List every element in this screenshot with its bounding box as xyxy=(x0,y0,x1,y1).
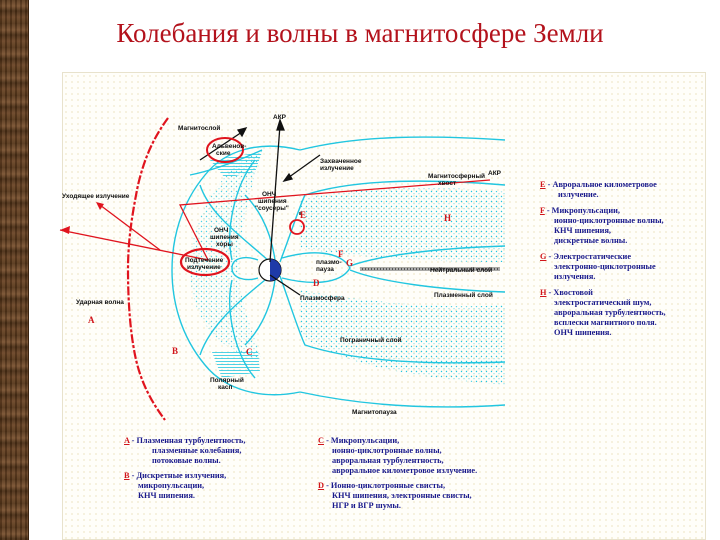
legend-key-d: D xyxy=(318,481,324,490)
legend-h-line-1: - Хвостовой xyxy=(548,288,593,297)
legend-g-line-3: излучения. xyxy=(554,272,596,281)
legend-h-line-4: всплески магнитного поля. xyxy=(554,318,657,327)
marker-f: F xyxy=(338,249,344,259)
label-tail-2: хвост xyxy=(438,180,456,187)
legend-c-line-4: авроральное километровое излучение. xyxy=(332,466,478,475)
legend-key-a: A xyxy=(124,436,130,445)
legend-item-a: A - Плазменная турбулентность, плазменны… xyxy=(124,436,245,466)
label-sheath-emission-2: излучение xyxy=(320,165,354,172)
legend-f-line-2: ионно-циклотронные волны, xyxy=(554,216,664,225)
legend-e-line-1: - Авроральное километровое xyxy=(547,180,657,189)
legend-a-line-3: потоковые волны. xyxy=(152,456,221,465)
label-flux-wave-2: ские xyxy=(216,150,231,157)
marker-h: H xyxy=(444,213,451,223)
label-escaping: Уходящее излучение xyxy=(62,193,130,200)
marker-e: E xyxy=(300,210,306,220)
legend-a-line-2: плазменные колебания, xyxy=(152,446,242,455)
wood-border xyxy=(0,0,29,540)
label-polar-cusp-2: касп xyxy=(218,384,232,391)
label-plasmapause-1: плазмо- xyxy=(316,259,342,266)
legend-item-h: H - Хвостовой электростатический шум, ав… xyxy=(540,288,666,338)
label-bow-shock: Ударная волна xyxy=(76,299,124,306)
trapped-emission-ring xyxy=(179,247,231,277)
legend-e-line-2: излучение. xyxy=(558,190,599,199)
legend-h-line-5: ОНЧ шипения. xyxy=(554,328,612,337)
label-akr-right: АКР xyxy=(488,170,502,177)
diagram-panel xyxy=(62,72,706,540)
cusp-hatching xyxy=(210,152,262,378)
label-elf-chorus-2: шипения xyxy=(210,234,239,241)
alfven-ring xyxy=(206,137,244,163)
legend-key-f: F xyxy=(540,206,545,215)
legend-c-line-2: ионно-циклотронные волны, xyxy=(332,446,442,455)
marker-a: A xyxy=(88,315,95,325)
legend-key-c: C xyxy=(318,436,324,445)
label-elf-2: шипения xyxy=(258,198,287,205)
label-elf-chorus-1: ОНЧ xyxy=(214,227,229,234)
label-boundary-layer: Пограничный слой xyxy=(340,336,402,344)
label-flux-wave-1: Альвенов- xyxy=(212,143,246,150)
legend-b-line-1: - Дискретные излучения, xyxy=(131,471,227,480)
label-magnetosheath: Магнитослой xyxy=(178,124,220,132)
legend-c-line-1: - Микропульсации, xyxy=(326,436,400,445)
label-akr-top: АКР xyxy=(273,114,287,121)
label-tail-1: Магнитосферный xyxy=(428,172,485,180)
label-elf-1: ОНЧ xyxy=(262,191,277,198)
legend-c-line-3: авроральная турбулентность, xyxy=(332,456,444,465)
akr-source-ring xyxy=(289,219,305,235)
label-polar-cusp-1: Полярный xyxy=(210,376,244,384)
marker-b: B xyxy=(172,346,178,356)
label-plasmapause-2: пауза xyxy=(316,266,334,273)
legend-item-b: B - Дискретные излучения, микропульсации… xyxy=(124,471,245,501)
legend-key-g: G xyxy=(540,252,547,261)
earth-icon xyxy=(258,258,282,282)
legend-f-line-1: - Микропульсации, xyxy=(546,206,620,215)
legend-item-e: E - Авроральное километровое излучение. xyxy=(540,180,666,200)
legend-item-c: C - Микропульсации, ионно-циклотронные в… xyxy=(318,436,477,476)
legend-item-f: F - Микропульсации, ионно-циклотронные в… xyxy=(540,206,666,246)
label-elf-3: "соусеры" xyxy=(255,205,289,212)
label-elf-chorus-3: хоры xyxy=(216,241,233,248)
legend-item-g: G - Электростатические электронно-циклот… xyxy=(540,252,666,282)
legend-f-line-4: дискретные волны. xyxy=(554,236,628,245)
legend-g-line-2: электронно-циклотронные xyxy=(554,262,656,271)
label-neutral-layer: Нейтральный слой xyxy=(430,266,492,274)
legend-key-h: H xyxy=(540,288,547,297)
legend-item-d: D - Ионно-циклотронные свисты, КНЧ шипен… xyxy=(318,481,477,511)
legend-bottom-right: C - Микропульсации, ионно-циклотронные в… xyxy=(318,436,477,511)
legend-g-line-1: - Электростатические xyxy=(548,252,631,261)
label-sheath-emission-1: Захваченное xyxy=(320,158,362,165)
legend-b-line-2: микропульсации, xyxy=(138,481,205,490)
legend-f-line-3: КНЧ шипения, xyxy=(554,226,612,235)
legend-bottom-left: A - Плазменная турбулентность, плазменны… xyxy=(124,436,245,501)
slide-title: Колебания и волны в магнитосфере Земли xyxy=(116,18,604,48)
legend-right: E - Авроральное километровое излучение. … xyxy=(540,180,666,338)
legend-b-line-3: КНЧ шипения. xyxy=(138,491,196,500)
marker-c: C xyxy=(246,347,253,357)
legend-a-line-1: - Плазменная турбулентность, xyxy=(131,436,246,445)
legend-d-line-2: КНЧ шипения, электронные свисты, xyxy=(332,491,472,500)
legend-d-line-1: - Ионно-циклотронные свисты, xyxy=(326,481,446,490)
label-trapped-1: Подтечение xyxy=(185,257,224,264)
marker-g: G xyxy=(346,258,353,268)
legend-key-e: E xyxy=(540,180,546,189)
legend-h-line-2: электростатический шум, xyxy=(554,298,652,307)
label-magnetopause: Магнитопауза xyxy=(352,409,397,416)
bow-shock-line xyxy=(126,117,169,421)
label-trapped-2: излучение xyxy=(187,264,221,271)
marker-d: D xyxy=(313,278,320,288)
legend-d-line-3: НГР и ВГР шумы. xyxy=(332,501,401,510)
label-plasma-sheet: Плазменный слой xyxy=(434,291,493,299)
legend-key-b: B xyxy=(124,471,130,480)
label-plasmasphere: Плазмосфера xyxy=(300,295,345,302)
legend-h-line-3: авроральная турбулентность, xyxy=(554,308,666,317)
